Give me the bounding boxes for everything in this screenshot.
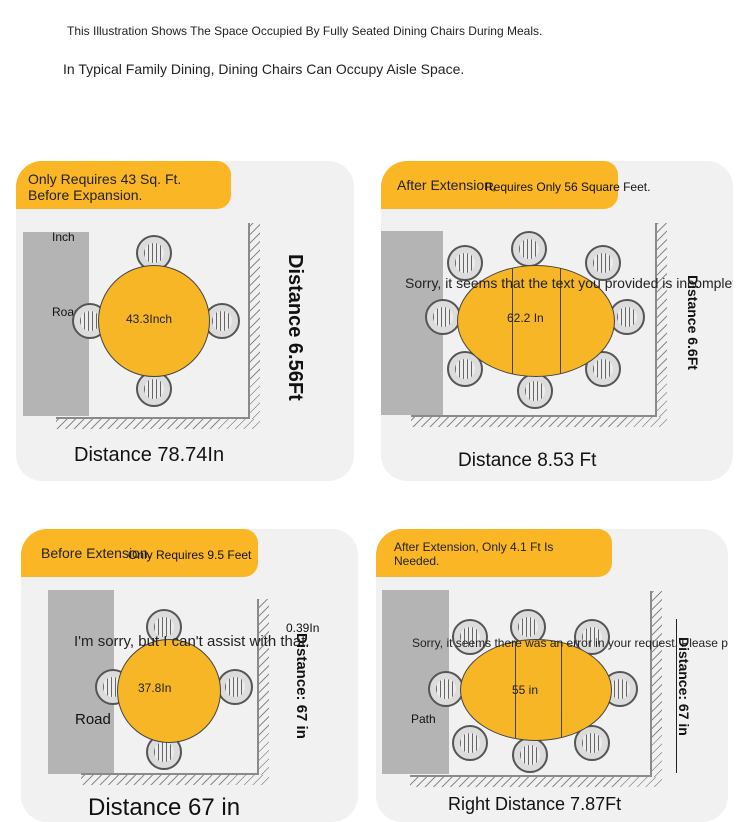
right-wall — [257, 599, 259, 775]
bottom-wall-hatch — [411, 417, 667, 427]
leaf-seam-right — [561, 640, 562, 740]
panel-before-expansion-1: Only Requires 43 Sq. Ft. Before Expansio… — [16, 161, 354, 481]
right-wall-hatch — [250, 223, 260, 419]
small-measure-label: 0.39In — [286, 621, 320, 635]
chair-right — [204, 303, 240, 339]
leaf-seam-right — [560, 266, 561, 376]
bottom-wall — [411, 415, 657, 417]
panel-tag: After Extension, Only 4.1 Ft Is Needed. — [376, 529, 612, 577]
bottom-wall-hatch — [410, 777, 662, 787]
distance-arrow — [676, 619, 677, 773]
bottom-wall — [81, 773, 259, 775]
chair-top-center — [511, 231, 547, 267]
leaf-seam-left — [515, 640, 516, 740]
tag-overlap-text: Only Requires 9.5 Feet — [128, 548, 252, 562]
bottom-wall-hatch — [56, 419, 260, 429]
header-line-2: In Typical Family Dining, Dining Chairs … — [63, 61, 465, 77]
right-wall-hatch — [652, 591, 662, 777]
bottom-wall — [410, 775, 652, 777]
bottom-wall — [56, 417, 250, 419]
panel-before-extension-2: Before Extension, Only Requires 9.5 Feet… — [21, 529, 358, 822]
right-wall — [655, 223, 657, 417]
chair-bottom — [136, 371, 172, 407]
tag-line-1: Only Requires 43 Sq. Ft. — [28, 171, 182, 187]
chair-top-center — [510, 609, 546, 645]
overlay-message: Sorry, it seems there was an error in yo… — [412, 636, 728, 650]
right-wall-hatch — [259, 599, 269, 775]
bottom-distance-label: Distance 78.74In — [74, 444, 225, 466]
chair-bottom-left — [452, 725, 488, 761]
panel-tag: Before Extension, — [21, 529, 258, 577]
table-size-label: 62.2 In — [507, 311, 544, 325]
panel-tag: After Extension, — [381, 161, 618, 209]
chair-right — [609, 299, 645, 335]
tag-line-1: After Extension, Only 4.1 Ft Is — [394, 540, 554, 554]
table-size-label: 37.8In — [138, 681, 172, 695]
tag-line-1: Before Extension, — [41, 545, 152, 561]
chair-left — [425, 299, 461, 335]
table-size-label: 55 in — [512, 683, 539, 697]
right-wall — [650, 591, 652, 777]
right-distance-label: Distance: 67 in — [676, 637, 692, 736]
chair-left — [428, 671, 464, 707]
right-wall-hatch — [657, 223, 667, 417]
chair-top — [136, 235, 172, 271]
bottom-distance-label: Distance 8.53 Ft — [458, 450, 597, 471]
tag-line-2: Before Expansion. — [28, 187, 143, 203]
overlay-message: I'm sorry, but I can't assist with that. — [74, 633, 310, 650]
chair-bottom-center — [512, 737, 548, 773]
oval-extended-table — [460, 639, 612, 741]
chair-bottom-right — [574, 725, 610, 761]
overlay-message: Sorry, it seems that the text you provid… — [405, 275, 733, 291]
right-wall — [248, 223, 250, 419]
chair-bottom-center — [517, 373, 553, 409]
chair-bottom-left — [447, 351, 483, 387]
header-line-1: This Illustration Shows The Space Occupi… — [67, 24, 543, 38]
label-road: Road — [75, 711, 111, 728]
leaf-seam-left — [512, 266, 513, 376]
tag-line-2: Needed. — [394, 554, 440, 568]
chair-top-left — [447, 245, 483, 281]
chair-top-left — [452, 619, 488, 655]
label-inch: Inch — [52, 230, 75, 244]
round-table — [117, 639, 221, 743]
bottom-distance-label: Right Distance 7.87Ft — [448, 794, 622, 814]
oval-extended-table — [457, 265, 615, 377]
chair-top-right — [585, 245, 621, 281]
tag-line-1: After Extension, — [397, 177, 496, 193]
table-size-label: 43.3Inch — [126, 312, 173, 326]
right-distance-label: Distance 6.56Ft — [284, 254, 306, 401]
label-path: Path — [411, 712, 436, 726]
panel-after-extension-2: After Extension, Only 4.1 Ft Is Needed. … — [376, 529, 728, 822]
bottom-distance-label: Distance 67 in — [88, 794, 241, 821]
chair-right — [217, 669, 253, 705]
panel-tag: Only Requires 43 Sq. Ft. Before Expansio… — [16, 161, 231, 209]
panel-after-extension-1: After Extension, Requires Only 56 Square… — [381, 161, 733, 481]
tag-overlap-text: Requires Only 56 Square Feet. — [485, 180, 651, 194]
round-table — [98, 265, 210, 377]
bottom-wall-hatch — [81, 775, 269, 785]
